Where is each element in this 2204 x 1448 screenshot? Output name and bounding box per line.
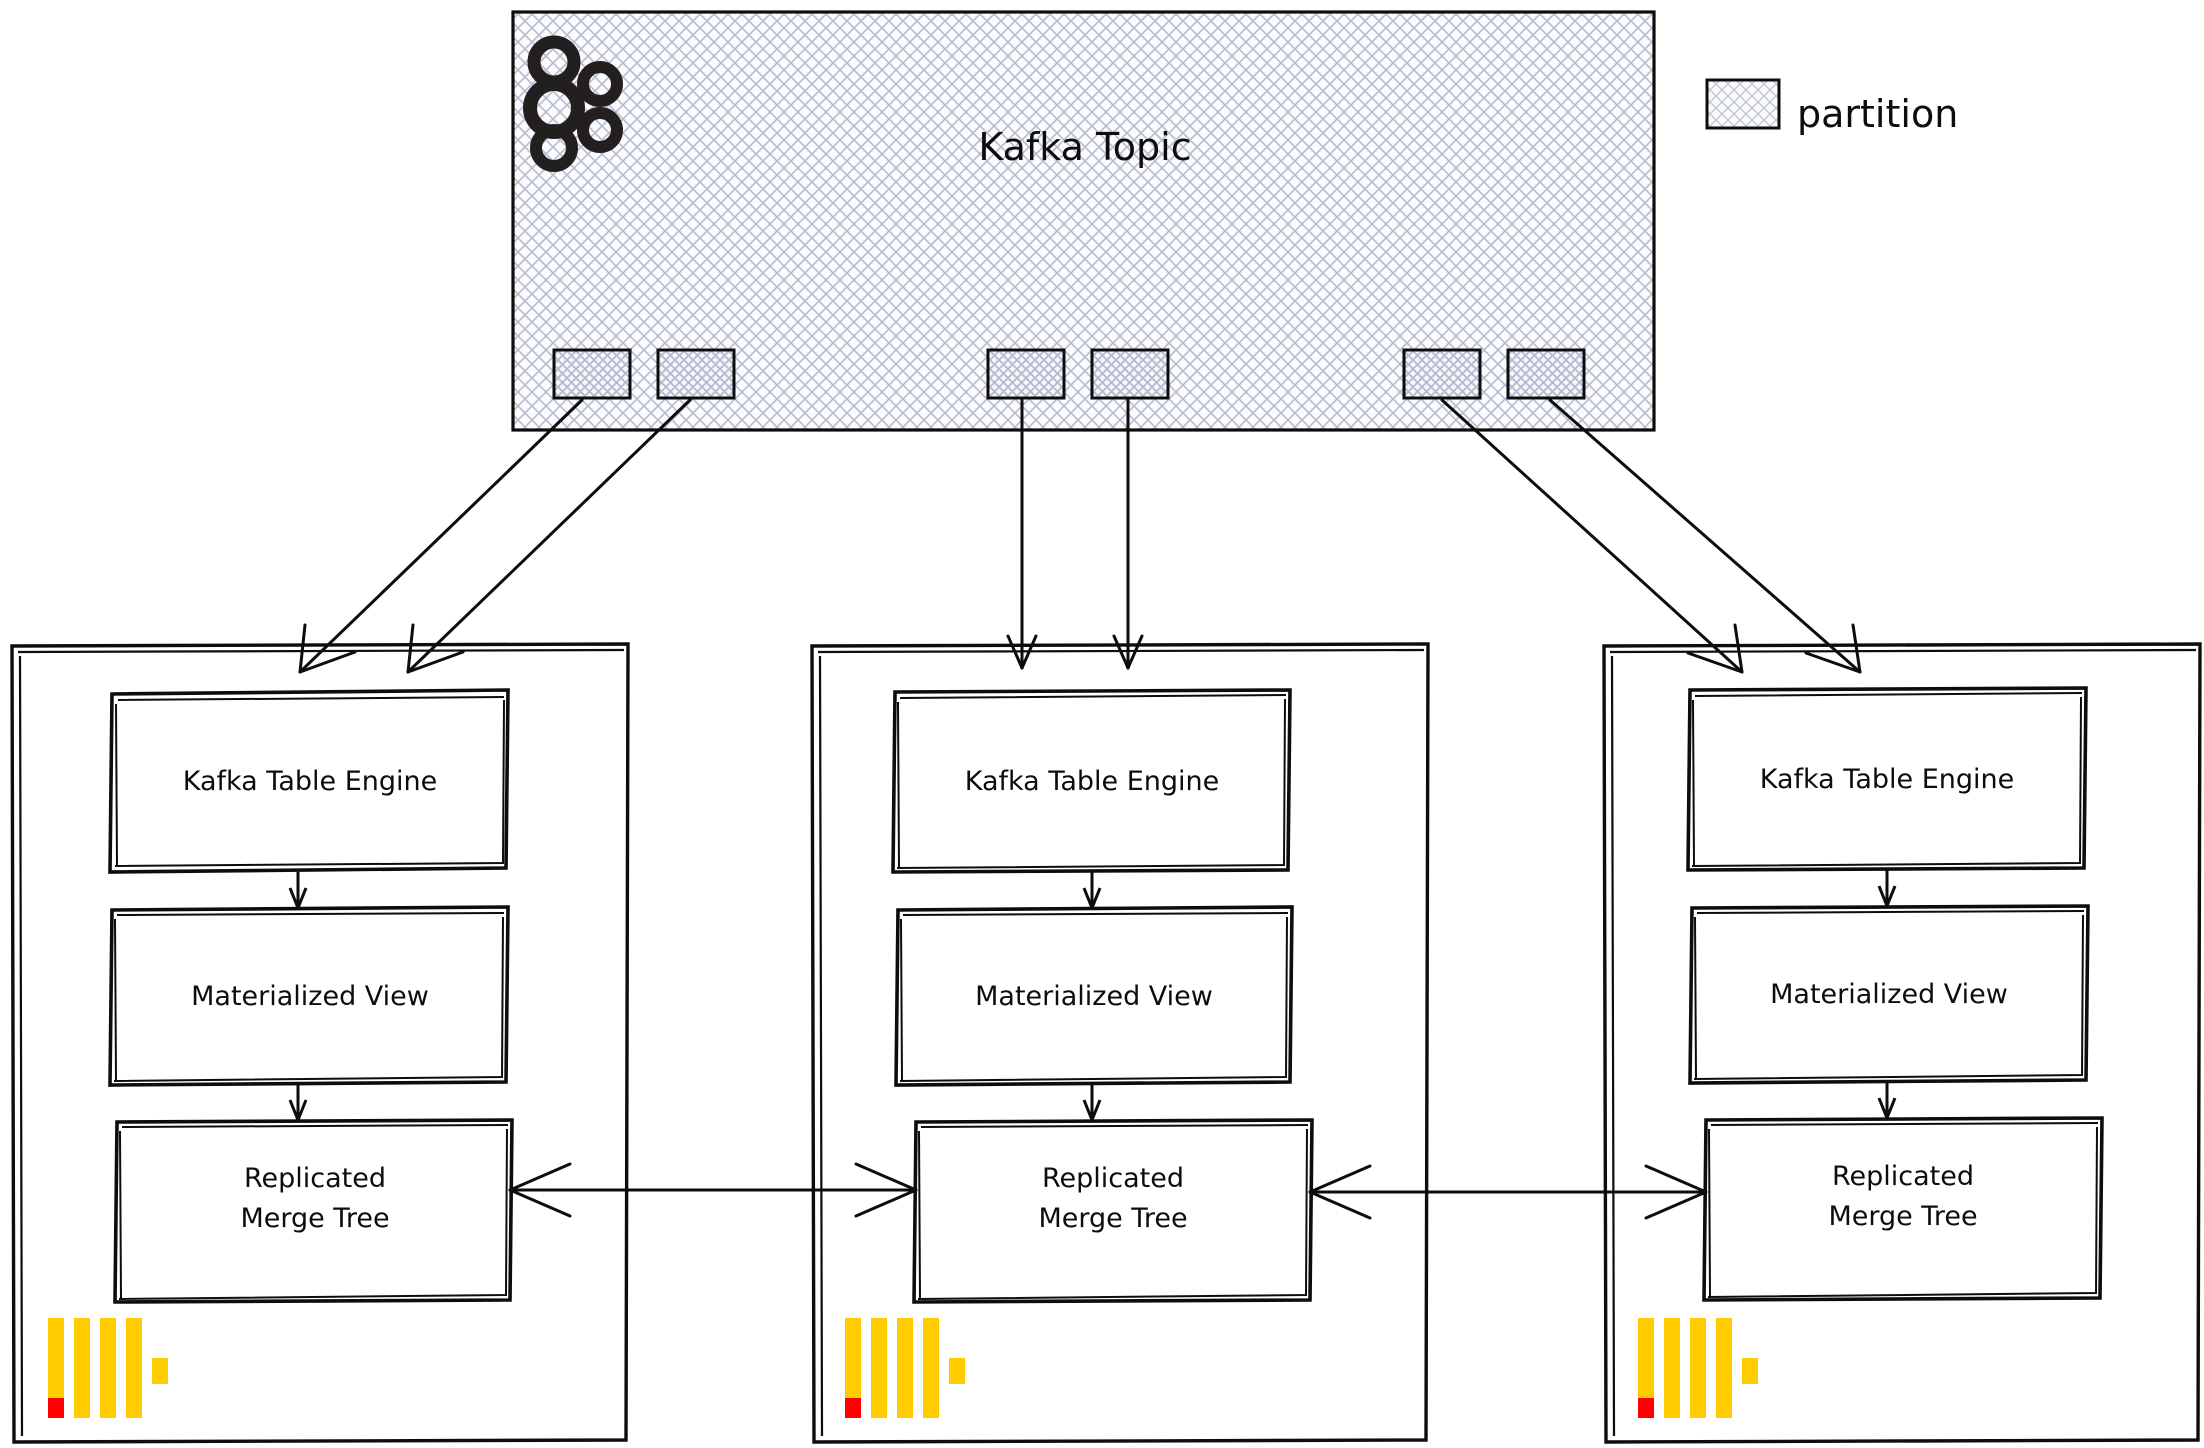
node-1-replicated-merge-tree-label-line2: Merge Tree [240, 1203, 389, 1234]
node-1-materialized-view-box: Materialized View [108, 905, 510, 1087]
legend-label: partition [1797, 92, 1958, 136]
partition-chip [986, 348, 1066, 400]
node-1-replicated-merge-tree-box: Replicated Merge Tree [113, 1118, 514, 1304]
node-3-replicated-merge-tree-label-line1: Replicated [1832, 1161, 1974, 1192]
kafka-logo-icon [523, 35, 623, 172]
node-3-replicated-merge-tree-box: Replicated Merge Tree [1702, 1116, 2104, 1302]
node-container-2: Kafka Table Engine Materialized View Rep… [810, 642, 1430, 1444]
node-2-materialized-view-box: Materialized View [894, 905, 1294, 1087]
node-2-replicated-merge-tree-box: Replicated Merge Tree [912, 1118, 1314, 1304]
partition-swatch-icon [1705, 78, 1781, 130]
partition-chips [552, 348, 1586, 400]
node-3-materialized-view-box: Materialized View [1688, 904, 2090, 1085]
node-container-1: Kafka Table Engine Materialized View Rep… [10, 642, 630, 1444]
node-3-replicated-merge-tree-label-line2: Merge Tree [1828, 1201, 1977, 1232]
node-container-3: Kafka Table Engine Materialized View Rep… [1602, 642, 2202, 1444]
node-3-clickhouse-logo-icon [1638, 1318, 1758, 1418]
kafka-topic-group: Kafka Topic [511, 10, 1656, 432]
replication-arrows [508, 1162, 1708, 1220]
partition-chip [1090, 348, 1170, 400]
partition-chip [552, 348, 632, 400]
node-1-clickhouse-logo-icon [48, 1318, 168, 1418]
node-2-kafka-table-engine-box: Kafka Table Engine [891, 688, 1292, 874]
partition-chip [1402, 348, 1482, 400]
partition-chip [656, 348, 736, 400]
node-3-materialized-view-label: Materialized View [1770, 979, 2008, 1010]
node-3-kafka-table-engine-label: Kafka Table Engine [1760, 764, 2015, 795]
node-2-materialized-view-label: Materialized View [975, 981, 1213, 1012]
node-2-replicated-merge-tree-label-line1: Replicated [1042, 1163, 1184, 1194]
node-2-kafka-table-engine-label: Kafka Table Engine [965, 766, 1220, 797]
node-2-clickhouse-logo-icon [845, 1318, 965, 1418]
kafka-topic-label: Kafka Topic [978, 125, 1191, 169]
partition-chip [1506, 348, 1586, 400]
node-1-kafka-table-engine-box: Kafka Table Engine [108, 688, 510, 874]
node-2-replicated-merge-tree-label-line2: Merge Tree [1038, 1203, 1187, 1234]
legend: partition [1705, 78, 1958, 136]
topic-to-node-arrows [298, 398, 1862, 674]
node-1-replicated-merge-tree-label-line1: Replicated [244, 1163, 386, 1194]
node-3-kafka-table-engine-box: Kafka Table Engine [1686, 686, 2088, 872]
node-1-kafka-table-engine-label: Kafka Table Engine [183, 766, 438, 797]
node-1-materialized-view-label: Materialized View [191, 981, 429, 1012]
